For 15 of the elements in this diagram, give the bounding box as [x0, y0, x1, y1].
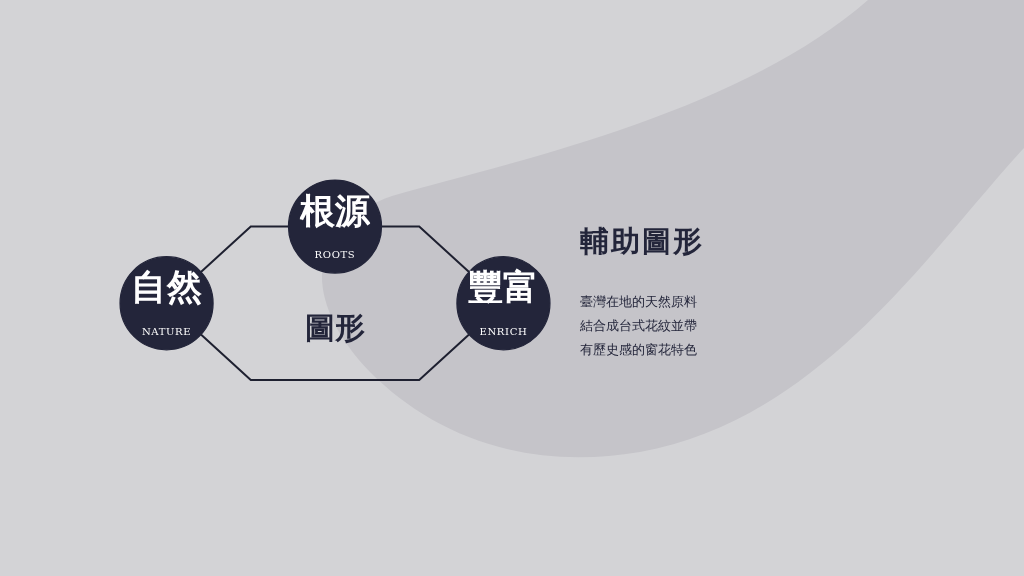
description-text: 臺灣在地的天然原料結合成台式花紋並帶有歷史感的窗花特色: [580, 293, 698, 359]
circle-node: [287, 179, 383, 274]
node-subtitle: ENRICH: [479, 325, 528, 338]
connector-line: [200, 333, 470, 381]
circle-node: [119, 256, 214, 351]
node-subtitle: NATURE: [141, 325, 192, 338]
center-label: 圖形: [305, 310, 365, 343]
heading: 輔助圖形: [580, 223, 704, 260]
connector-line: [381, 225, 470, 273]
node-title: 自然: [131, 266, 202, 309]
node-title: 根源: [299, 190, 371, 232]
node-subtitle: ROOTS: [314, 249, 356, 261]
circle-node: [456, 256, 551, 351]
node-title: 豐富: [468, 266, 539, 309]
connector-line: [200, 225, 289, 273]
